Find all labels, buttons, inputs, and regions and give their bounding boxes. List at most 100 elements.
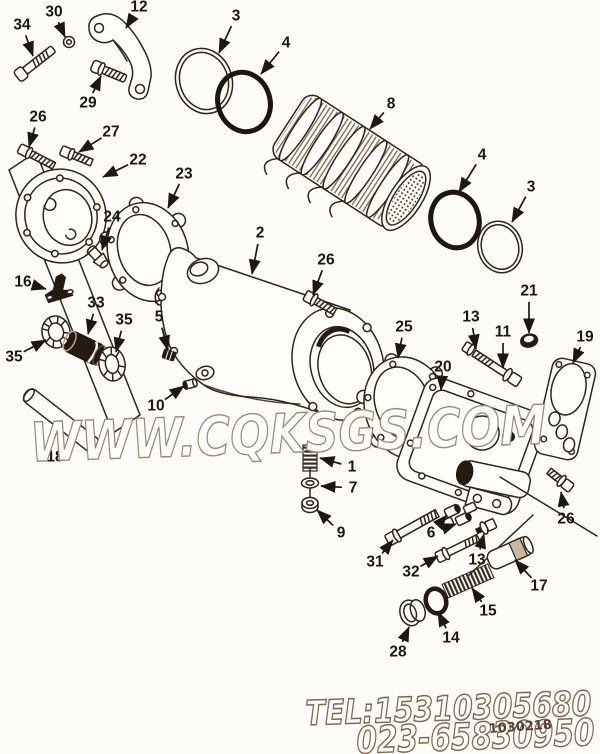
plug-10 <box>182 378 198 390</box>
callout-label-26: 26 <box>317 252 335 269</box>
bolt-34 <box>13 45 56 82</box>
callout-arrow <box>572 346 585 364</box>
cooler-core-8 <box>263 94 432 232</box>
callout-arrow <box>218 25 233 54</box>
bolt-31 <box>384 508 440 547</box>
bolt-29 <box>90 59 128 83</box>
callout-label-22: 22 <box>129 152 146 169</box>
o-ring-4-left <box>215 69 273 135</box>
callout-label-16: 16 <box>14 274 32 291</box>
phone-line-2: 023-65830950 <box>356 711 595 754</box>
callout-label-13: 13 <box>462 309 480 326</box>
callout-label-30: 30 <box>45 4 62 21</box>
callout-arrow <box>89 75 102 94</box>
tube-18 <box>22 388 102 454</box>
callout-label-27: 27 <box>102 124 119 141</box>
callout-arrow <box>23 339 47 353</box>
callout-arrow <box>432 514 448 530</box>
callout-label-17: 17 <box>530 578 547 595</box>
callout-label-4: 4 <box>478 147 487 164</box>
gasket-19 <box>533 357 597 461</box>
callout-arrow <box>467 327 480 350</box>
callout-arrow <box>164 385 185 401</box>
bolt-13-lower <box>475 518 498 535</box>
callout-arrow <box>474 533 487 550</box>
callout-label-28: 28 <box>389 644 407 661</box>
callout-label-10: 10 <box>147 398 164 415</box>
callout-label-20: 20 <box>434 359 451 376</box>
plug-28 <box>399 599 426 627</box>
spring-15 <box>441 563 495 599</box>
callout-arrow <box>320 480 343 493</box>
mounting-plate-outline <box>8 151 141 434</box>
callout-label-5: 5 <box>155 309 164 326</box>
callout-arrow <box>102 164 129 178</box>
callout-arrow <box>316 509 334 527</box>
callout-arrow <box>167 183 181 209</box>
callout-arrow <box>158 327 170 351</box>
callout-label-33: 33 <box>87 295 105 312</box>
callout-label-11: 11 <box>495 324 512 341</box>
callout-arrow <box>100 227 112 251</box>
callout-arrow <box>471 587 486 604</box>
callout-arrow <box>113 330 126 353</box>
callout-arrow <box>27 127 39 148</box>
callout-label-1: 1 <box>348 459 357 476</box>
callout-label-26: 26 <box>557 511 575 528</box>
valve-16 <box>44 273 74 304</box>
phone-line-1: TEL:15310305680 <box>305 684 592 734</box>
cover-20-bracket <box>464 486 513 516</box>
callout-label-18: 18 <box>46 449 64 466</box>
bolt-11 <box>471 349 523 388</box>
callout-label-35: 35 <box>115 312 133 329</box>
callout-label-35: 35 <box>5 349 23 366</box>
callout-label-2: 2 <box>256 225 265 242</box>
callout-arrow <box>458 163 477 193</box>
spring-1 <box>302 444 318 472</box>
callout-arrow <box>312 270 324 296</box>
callout-label-14: 14 <box>442 630 460 647</box>
fitting-24 <box>86 245 109 269</box>
bracket-12 <box>88 13 152 100</box>
screw-26-top <box>16 143 57 170</box>
callout-label-32: 32 <box>402 564 419 581</box>
callout-label-6: 6 <box>427 525 436 542</box>
callout-arrow <box>125 12 139 29</box>
callout-arrow <box>437 611 450 629</box>
callout-label-3: 3 <box>527 179 536 196</box>
callout-label-7: 7 <box>349 480 358 497</box>
callout-label-12: 12 <box>130 0 147 16</box>
callout-arrow <box>22 35 34 57</box>
callout-arrow <box>260 51 280 75</box>
seal-ring-3-right <box>476 220 524 274</box>
washer-7 <box>300 477 320 489</box>
callout-arrow <box>369 111 385 130</box>
callout-arrow <box>440 523 457 535</box>
ring-35-right <box>98 346 126 382</box>
o-ring-4-right <box>428 189 482 251</box>
callout-label-9: 9 <box>337 525 346 542</box>
callout-arrow <box>557 491 570 509</box>
callout-arrow <box>30 279 47 291</box>
nut-5 <box>161 348 177 362</box>
callout-arrow <box>436 375 449 391</box>
callout-label-19: 19 <box>576 329 594 346</box>
callout-label-29: 29 <box>79 95 97 112</box>
callout-arrow <box>53 21 66 38</box>
flange-22 <box>15 168 107 264</box>
callout-arrow <box>319 456 342 468</box>
callout-label-34: 34 <box>13 17 31 34</box>
plunger-17 <box>486 535 534 570</box>
ring-35-left <box>41 315 71 349</box>
callout-arrow <box>78 137 103 153</box>
part-shapes <box>8 13 598 627</box>
callout-label-26: 26 <box>29 109 47 126</box>
plug-21 <box>520 333 539 348</box>
callout-arrow <box>85 313 98 335</box>
callout-label-31: 31 <box>366 554 384 571</box>
callout-label-13: 13 <box>468 552 486 569</box>
nut-9 <box>301 496 319 514</box>
callout-arrow <box>397 626 410 643</box>
callout-label-21: 21 <box>520 283 538 300</box>
